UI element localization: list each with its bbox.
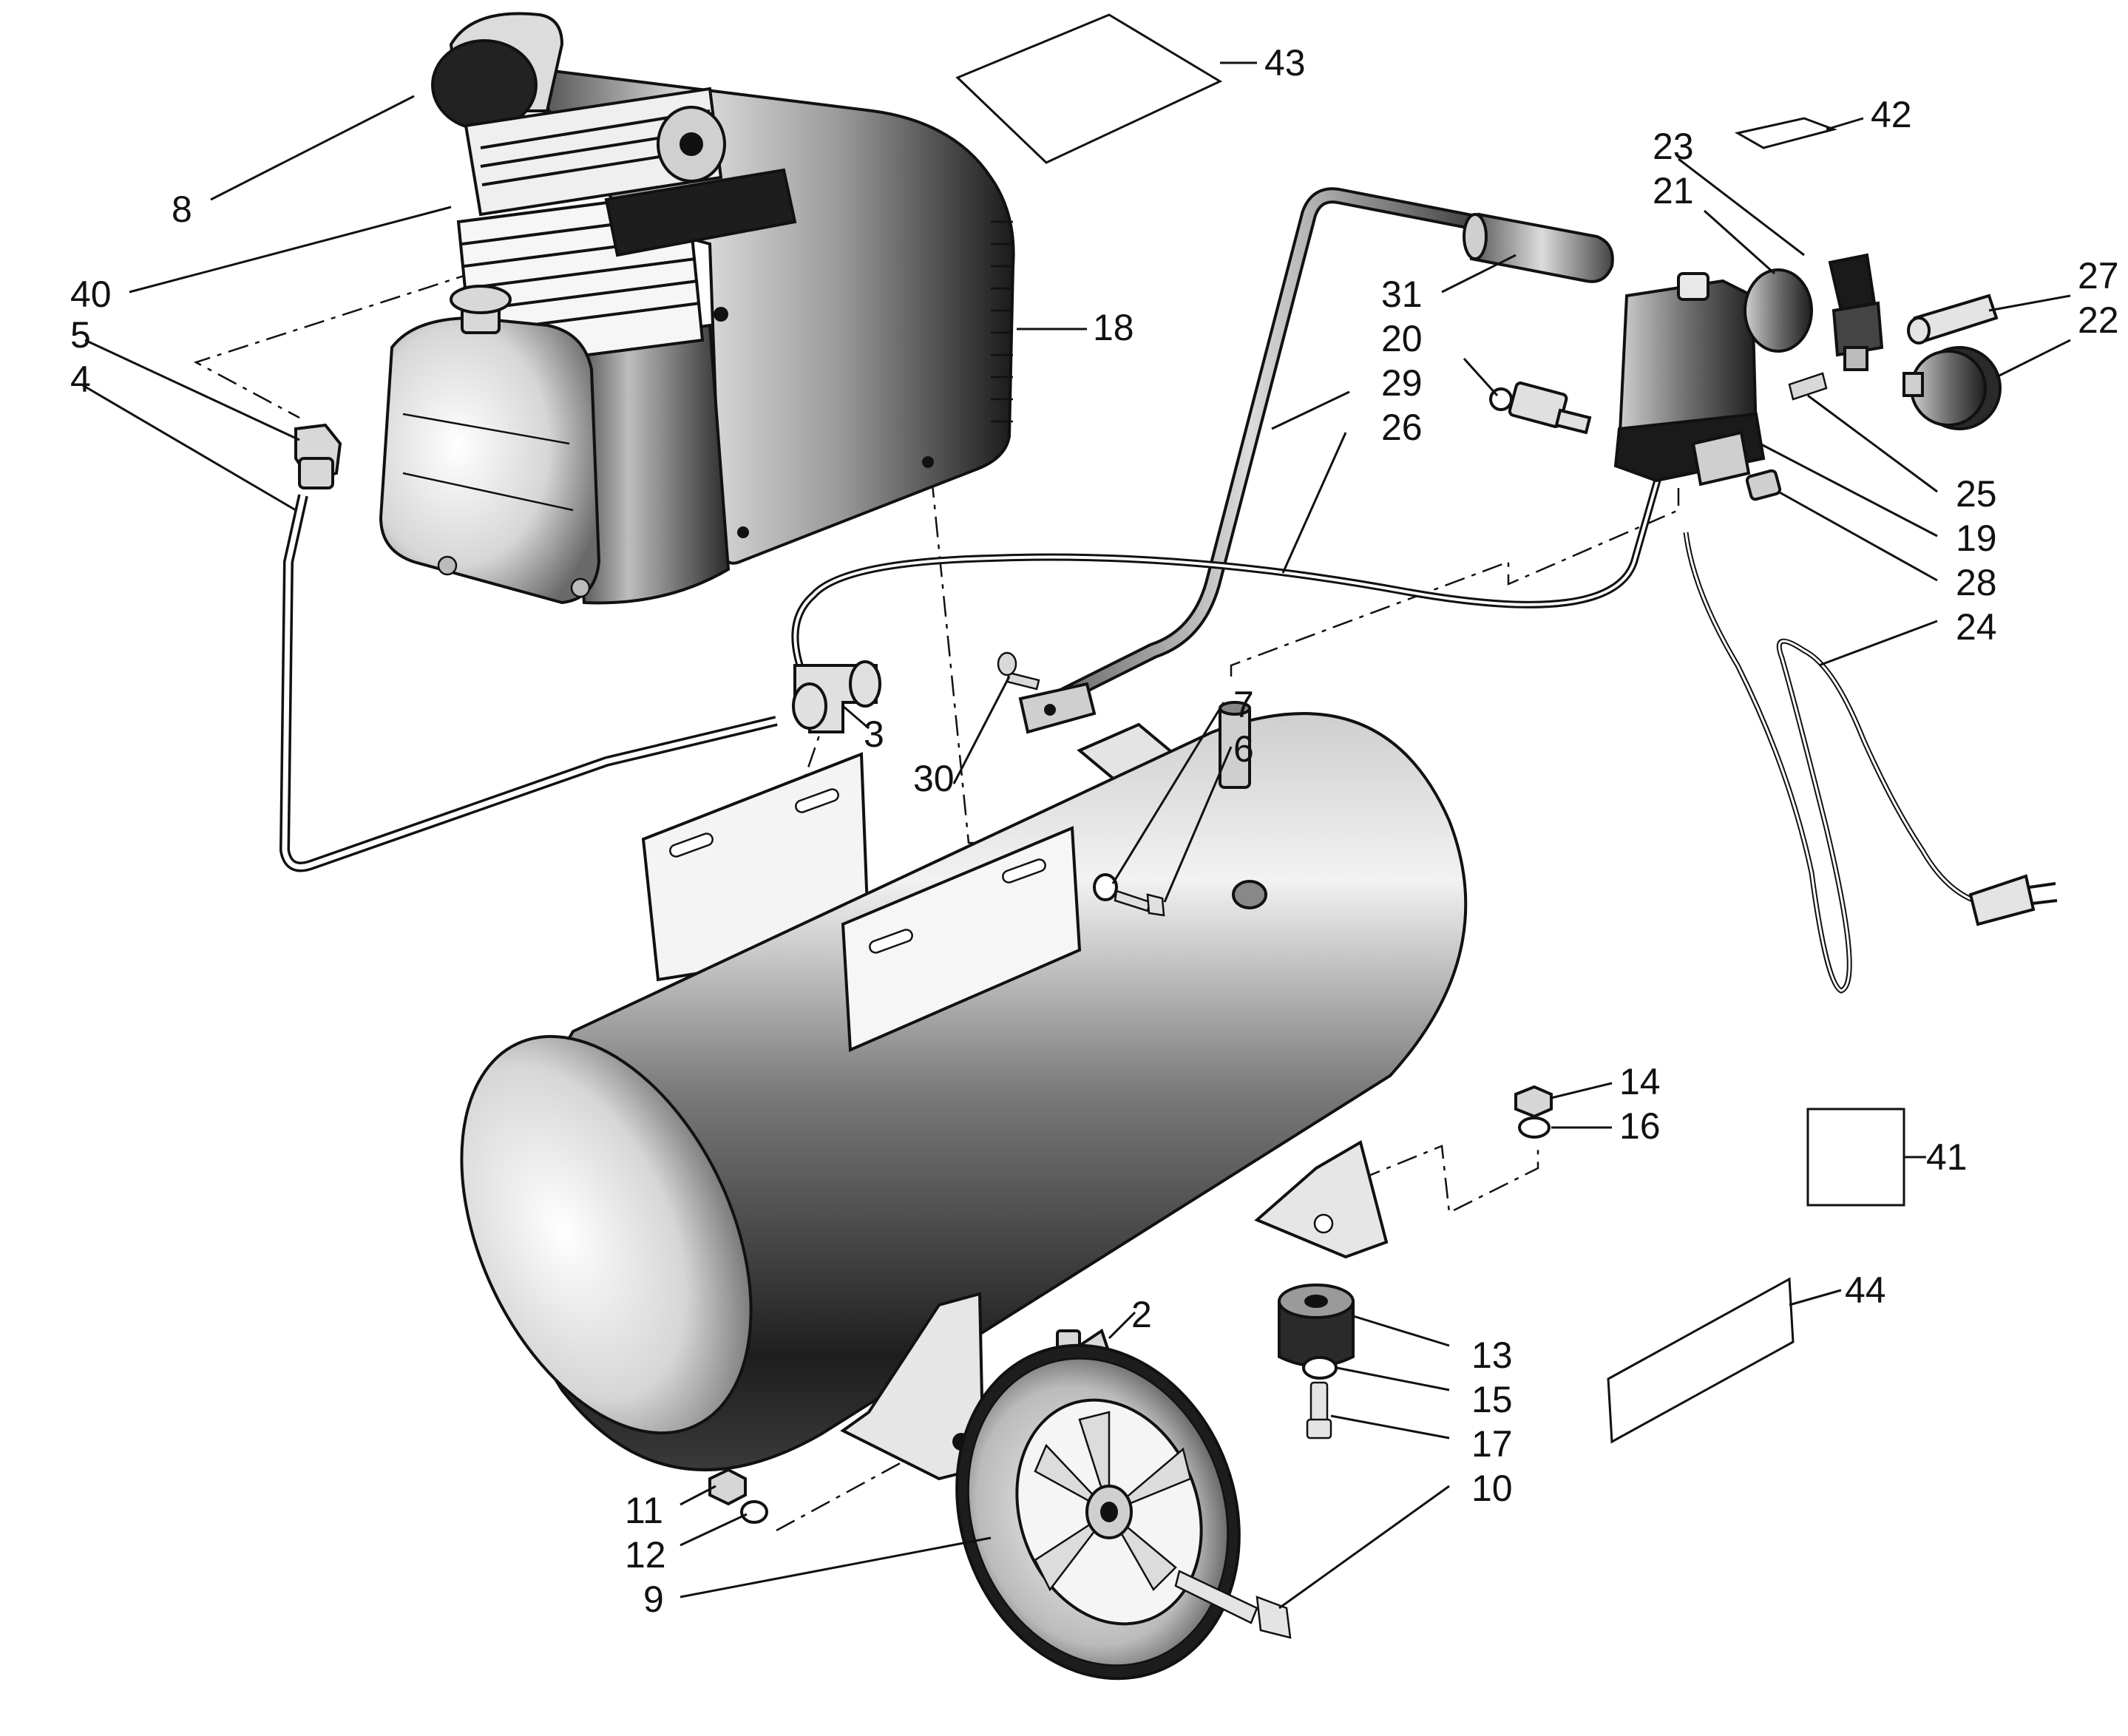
nut-14 <box>1514 1085 1553 1119</box>
callout-23: 23 <box>1653 126 1694 167</box>
callout-labels: 43 42 23 21 8 40 5 4 18 31 20 29 26 27 2… <box>70 42 2119 1620</box>
callout-27: 27 <box>2078 255 2119 296</box>
screw-30 <box>997 651 1040 691</box>
handle-grip <box>1463 212 1614 283</box>
callout-43: 43 <box>1264 42 1306 84</box>
callout-21: 21 <box>1653 170 1694 211</box>
callout-2: 2 <box>1131 1294 1152 1335</box>
tank-axle-bracket <box>840 1292 986 1481</box>
washer-16 <box>1518 1116 1551 1139</box>
washer-15 <box>1302 1356 1338 1380</box>
callout-26: 26 <box>1381 407 1423 448</box>
decal-43 <box>955 13 1223 164</box>
callout-9: 9 <box>643 1579 664 1620</box>
callout-15: 15 <box>1471 1379 1513 1420</box>
decal-41 <box>1806 1108 1905 1207</box>
callout-20: 20 <box>1381 318 1423 359</box>
hardware <box>708 873 1553 1524</box>
callout-24: 24 <box>1956 606 1997 648</box>
callout-6: 6 <box>1233 728 1254 770</box>
gauge-22 <box>1902 346 2002 430</box>
callout-30: 30 <box>913 758 955 799</box>
decal-42 <box>1734 117 1837 149</box>
tee-fitting-3 <box>792 660 881 733</box>
tank-end-cap <box>460 1034 753 1435</box>
callout-17: 17 <box>1471 1423 1513 1465</box>
elbow-fitting-5 <box>294 423 342 489</box>
callout-3: 3 <box>864 713 884 755</box>
callout-14: 14 <box>1619 1061 1661 1102</box>
callout-16: 16 <box>1619 1105 1661 1147</box>
axle-bolt-10 <box>1174 1570 1292 1639</box>
wheel-assembly <box>955 1343 1292 1681</box>
handle-assembly <box>997 187 1614 734</box>
air-lines <box>279 423 1667 872</box>
callout-10: 10 <box>1471 1468 1513 1509</box>
air-tank <box>460 701 1468 1481</box>
callout-41: 41 <box>1926 1136 1968 1178</box>
callout-18: 18 <box>1093 307 1134 348</box>
callout-19: 19 <box>1956 518 1997 559</box>
cylinder-head <box>431 12 797 372</box>
bolt-6 <box>1114 889 1165 917</box>
regulator-23 <box>1828 253 1884 371</box>
callout-8: 8 <box>172 189 192 230</box>
fitting-25 <box>1788 372 1828 401</box>
callout-28: 28 <box>1956 562 1997 603</box>
handle-mount-plate <box>1018 682 1097 734</box>
leader-lines <box>81 61 2071 1610</box>
bolt-17 <box>1306 1381 1332 1440</box>
shroud-vent-ribs <box>991 220 1013 423</box>
nipple-28 <box>1745 469 1782 501</box>
callout-40: 40 <box>70 274 112 315</box>
pressure-switch-assembly <box>1489 253 2058 994</box>
callout-7: 7 <box>1233 684 1254 725</box>
crankcase-cover <box>379 316 601 605</box>
callout-29: 29 <box>1381 362 1423 404</box>
motor-body <box>560 323 731 605</box>
unloader-fitting-20 <box>1489 382 1592 435</box>
callout-4: 4 <box>70 359 91 400</box>
washer-12 <box>740 1500 768 1524</box>
plug <box>1968 874 2058 926</box>
oil-cap <box>450 285 512 334</box>
nut-11 <box>708 1468 747 1506</box>
callout-44: 44 <box>1845 1269 1886 1311</box>
decal-44 <box>1607 1277 1795 1444</box>
tank-foot-front <box>1254 1139 1389 1259</box>
callout-42: 42 <box>1871 94 1912 135</box>
quick-coupler-27 <box>1907 294 1999 345</box>
washer-7 <box>1093 873 1118 901</box>
callout-31: 31 <box>1381 274 1423 315</box>
callout-25: 25 <box>1956 473 1997 515</box>
callout-11: 11 <box>625 1490 663 1531</box>
callout-5: 5 <box>70 314 91 356</box>
gauge-21 <box>1744 268 1813 353</box>
pump-mount-plate-front <box>841 826 1082 1052</box>
callout-13: 13 <box>1471 1335 1513 1376</box>
rubber-foot-13 <box>1278 1284 1355 1368</box>
callout-22: 22 <box>2078 299 2119 341</box>
callout-12: 12 <box>625 1534 666 1576</box>
compressor-pump-assembly <box>379 12 1015 605</box>
